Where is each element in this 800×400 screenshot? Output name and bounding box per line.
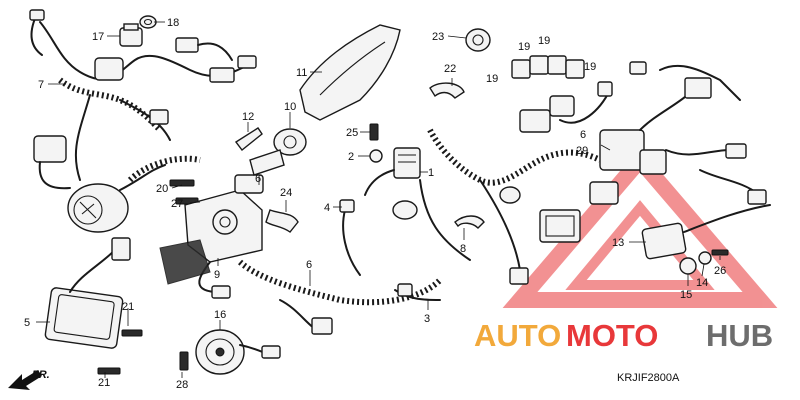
diagram-code: KRJIF2800A [617,372,680,384]
callout-19c: 19 [486,73,498,85]
callout-27: 27 [171,198,183,210]
callout-19a: 19 [518,41,530,53]
part-28-bolt [179,351,189,371]
callout-13: 13 [612,237,624,249]
callout-16: 16 [214,309,226,321]
callout-12: 12 [242,111,254,123]
callout-2: 2 [348,151,354,163]
callout-9: 9 [214,269,220,281]
watermark-logo: AUTO MOTO HUB [474,318,773,353]
front-direction-label: FR. [32,369,50,381]
left-switch-connector [33,135,71,190]
callout-3: 3 [424,313,430,325]
regulator-block [159,239,211,285]
callout-21a: 21 [122,301,134,313]
meter-socket [67,164,166,233]
callout-labels: 7 17 18 5 21 21 20 27 9 12 10 6 24 6 16 … [24,17,726,391]
callout-8: 8 [460,243,466,255]
part-6-brackets [249,149,299,233]
part-17-connector [119,23,143,47]
part-7-sub-harness [29,9,257,181]
watermark-text-hub: HUB [706,318,773,353]
callout-24: 24 [280,187,292,199]
callout-7: 7 [38,79,44,91]
callout-25: 25 [346,127,358,139]
fuse-box-assembly [589,61,767,205]
callout-21b: 21 [98,377,110,389]
front-direction-arrow: FR. [8,369,50,390]
callout-5: 5 [24,317,30,329]
part-16-horn [195,329,281,375]
leader-lines [36,21,721,378]
part-14-15-26-fasteners [679,249,729,275]
part-19-relays [511,55,585,79]
part-9-ignition-switch [184,174,264,299]
part-25-2-fasteners [369,123,383,163]
callout-17: 17 [92,31,104,43]
part-11-harness-cover [299,24,401,121]
part-4-cable [339,199,361,276]
callout-4: 4 [324,202,330,214]
callout-26: 26 [714,265,726,277]
part-23-holder [465,28,491,52]
part-21-bolts [97,329,143,375]
callout-6a: 6 [255,173,261,185]
main-harness-right [392,81,613,285]
part-13-module [641,204,771,260]
callout-14: 14 [696,277,708,289]
callout-18: 18 [167,17,179,29]
callout-11: 11 [296,67,307,79]
callout-15: 15 [680,289,692,301]
callout-6b: 6 [306,259,312,271]
part-18-grommet [139,15,157,29]
watermark-text-moto: MOTO [566,318,658,353]
part-12-bracket [234,127,263,151]
callout-6c: 6 [580,129,586,141]
callout-19b: 19 [538,35,550,47]
callout-22: 22 [444,63,456,75]
part-1-starter-relay [364,147,421,196]
callout-1: 1 [428,167,434,179]
part-10-coupler [273,128,307,156]
connector-cluster-right [539,209,581,243]
part-6-main-harness-left [127,155,443,335]
callout-29: 29 [576,145,588,157]
part-5-control-unit [44,237,131,349]
part-22-clamp [429,82,465,99]
part-3-ground-cable [394,283,441,301]
callout-10: 10 [284,101,296,113]
callout-23: 23 [432,31,444,43]
callout-20: 20 [156,183,168,195]
watermark-text-auto: AUTO [474,318,561,353]
part-8-clip [454,215,485,229]
callout-28: 28 [176,379,188,391]
callout-19d: 19 [584,61,596,73]
